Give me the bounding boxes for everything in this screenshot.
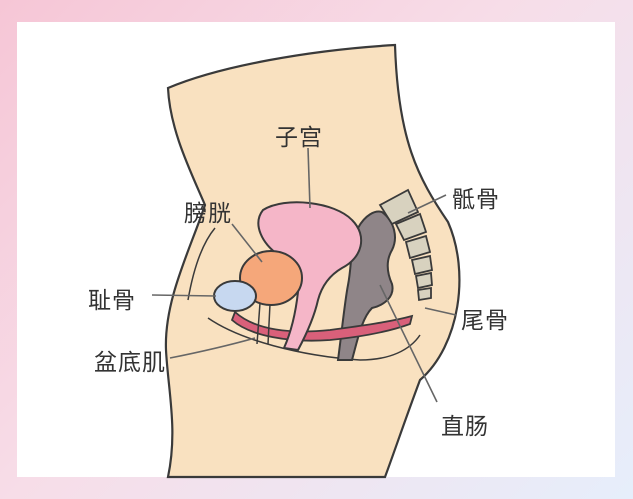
pubic-bone: [213, 280, 257, 312]
urethra: [256, 302, 271, 345]
leader-sacrum: [407, 194, 447, 214]
sacrum-coccyx: [378, 188, 434, 302]
leader-pubic-bone: [151, 294, 217, 297]
leader-pelvic-floor: [169, 337, 256, 359]
label-coccyx: 尾骨: [461, 308, 509, 334]
label-rectum: 直肠: [441, 414, 489, 440]
label-uterus: 子宫: [275, 125, 323, 151]
inner-contour: [187, 227, 216, 301]
label-pelvic-floor: 盆底肌: [94, 350, 166, 376]
label-pubic-bone: 耻骨: [88, 288, 136, 314]
leader-rectum: [379, 284, 438, 403]
leader-coccyx: [424, 307, 457, 316]
leader-lines: [151, 147, 457, 403]
label-bladder: 膀胱: [184, 201, 232, 227]
label-sacrum: 骶骨: [452, 187, 500, 213]
leader-uterus: [307, 147, 311, 209]
leader-bladder: [231, 223, 263, 263]
